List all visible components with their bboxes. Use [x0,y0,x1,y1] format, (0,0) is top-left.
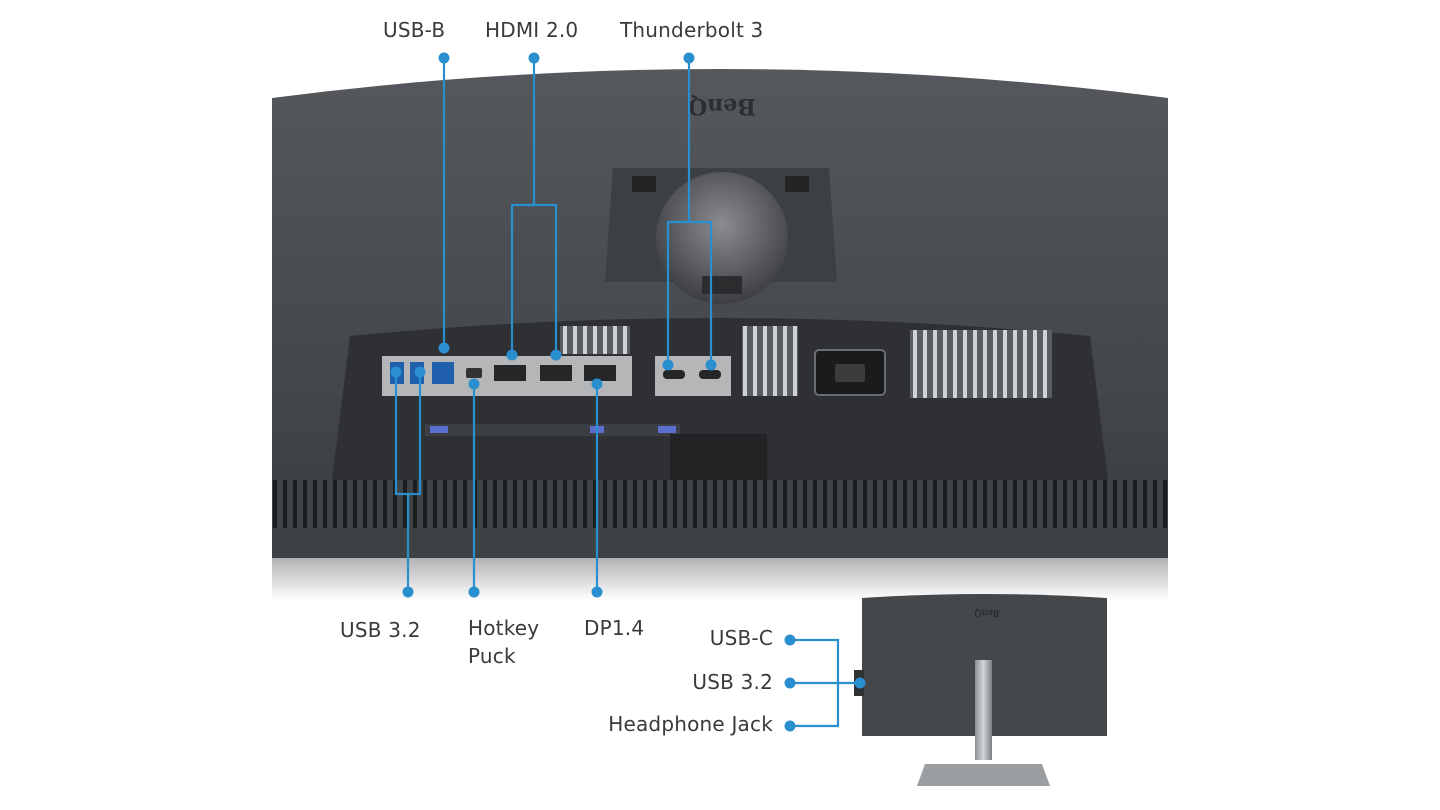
label-puck: Puck [468,644,516,668]
label-usb-c: USB-C [709,626,773,650]
label-usb32-bottom: USB 3.2 [340,618,421,642]
callout-lines [394,58,860,728]
callout-dots [390,52,866,732]
small-brand-logo: BenQ [974,607,999,617]
monitor-side-thumbnail: BenQ [854,594,1107,786]
label-dp: DP1.4 [584,616,645,640]
monitor-back: BenQ [272,69,1168,600]
brand-logo: BenQ [688,93,756,119]
label-hdmi: HDMI 2.0 [485,18,579,42]
label-hotkey: Hotkey [468,616,540,640]
label-headphone: Headphone Jack [608,712,773,736]
label-usb32-side: USB 3.2 [692,670,773,694]
label-thunderbolt: Thunderbolt 3 [620,18,764,42]
label-usb-b: USB-B [383,18,446,42]
